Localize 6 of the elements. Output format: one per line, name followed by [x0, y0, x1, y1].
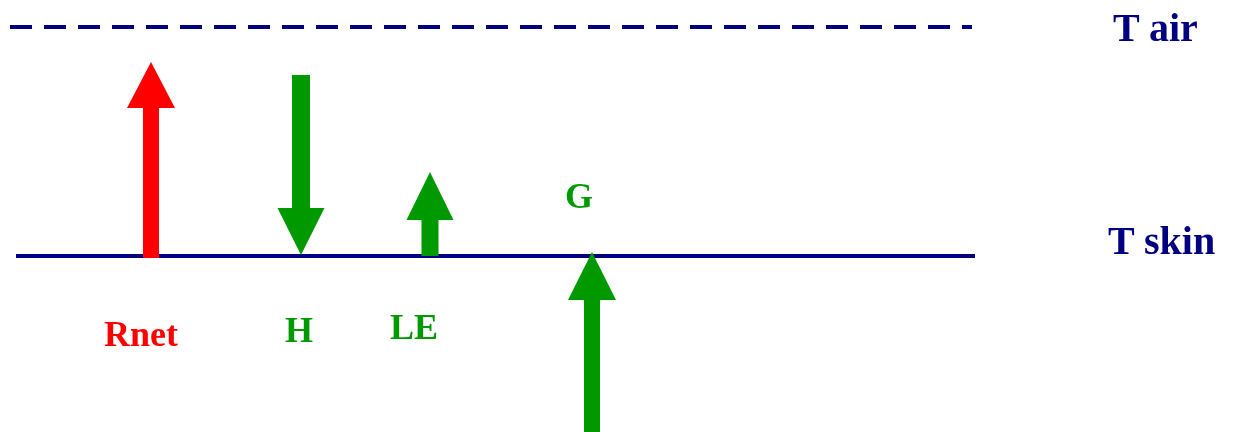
- flux-label: Rnet: [104, 316, 178, 352]
- flux-label: G: [565, 178, 593, 214]
- temperature-label: T air: [1113, 8, 1198, 48]
- temperature-label: T skin: [1108, 221, 1216, 261]
- flux-label: H: [285, 312, 313, 348]
- flux-label: LE: [390, 309, 439, 345]
